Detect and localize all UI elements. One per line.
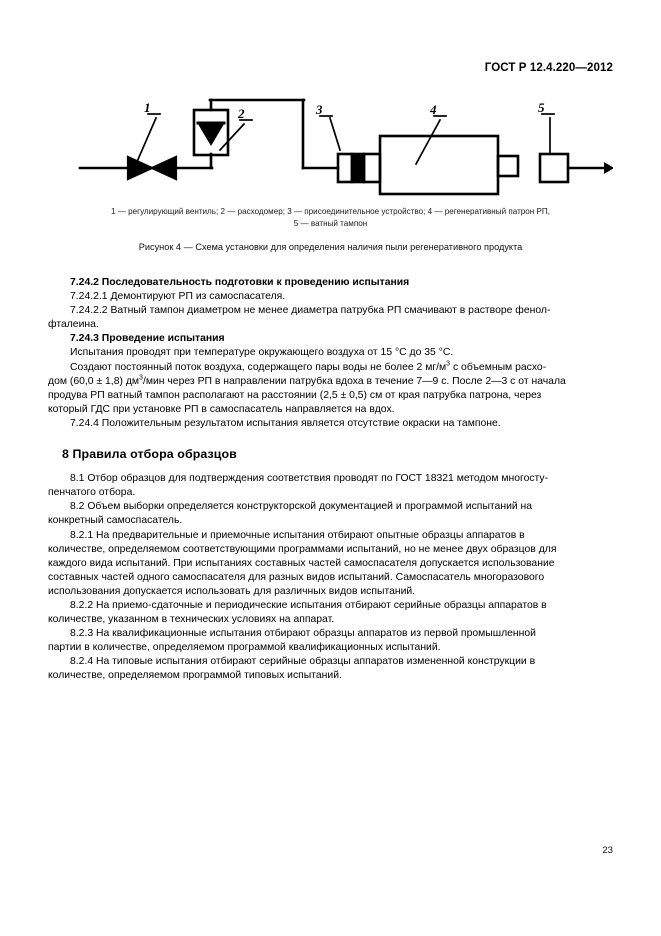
heading-7-24-2: 7.24.2 Последовательность подготовки к п…	[70, 277, 410, 288]
para-8-2-1-line2: количестве, определяемом соответствующим…	[48, 543, 557, 555]
callout-label-4: 4	[429, 102, 437, 117]
callout-label-2: 2	[237, 106, 245, 121]
leader-4	[414, 118, 442, 166]
para-8-2-2-line2: количестве, указанном в технических усло…	[48, 614, 335, 626]
flow-text-a: Создают постоянный поток воздуха, содерж…	[70, 361, 447, 373]
flow-text-d: /мин через РП в направлении патрубка вдо…	[142, 375, 566, 387]
flow-text-c: дом (60,0 ± 1,8) дм	[48, 375, 140, 387]
para-7-24-3-flow-line2: дом (60,0 ± 1,8) дм3/мин через РП в напр…	[48, 374, 613, 389]
cartridge-outlet-nozzle	[496, 154, 520, 178]
connector-flange-left	[336, 152, 354, 184]
para-7-24-2-1: 7.24.2.1 Демонтируют РП из самоспасателя…	[70, 291, 286, 303]
leader-1	[134, 116, 158, 166]
figure-legend-line-2: 5 — ватный тампон	[293, 219, 368, 228]
cotton-tampon	[538, 152, 570, 184]
para-7-24-3-flow-line3: продува РП ватный тампон располагают на …	[48, 389, 542, 401]
heading-section-8: 8 Правила отбора образцов	[62, 447, 237, 462]
flowmeter-float	[198, 124, 224, 146]
leader-2	[218, 122, 246, 152]
para-7-24-3-flow-line1: Создают постоянный поток воздуха, содерж…	[48, 360, 613, 375]
outlet-arrow-head	[604, 162, 613, 174]
heading-7-24-3: 7.24.3 Проведение испытания	[70, 333, 225, 345]
para-8-2-1-line4: составных частей одного самоспасателя дл…	[48, 571, 545, 583]
page-number: 23	[602, 845, 613, 856]
para-7-24-2-2: 7.24.2.2 Ватный тампон диаметром не мене…	[70, 305, 551, 317]
para-8-1-line1: 8.1 Отбор образцов для подтверждения соо…	[70, 473, 549, 485]
figure-caption: Рисунок 4 — Схема установки для определе…	[138, 242, 523, 252]
callout-label-1: 1	[144, 100, 151, 115]
para-8-2-3-line2: партии в количестве, определяемом програ…	[48, 642, 441, 654]
para-8-2-line1: 8.2 Объем выборки определяется конструкт…	[70, 501, 533, 513]
cubic-decimeter-exponent: 3	[139, 374, 143, 382]
leader-3	[328, 116, 342, 152]
para-8-2-3-line1: 8.2.3 На квалификационные испытания отби…	[70, 628, 536, 640]
standard-header: ГОСТ Р 12.4.220—2012	[484, 62, 613, 74]
para-7-24-3-flow-line4: который ГДС при установке РП в самоспаса…	[48, 403, 395, 415]
para-8-2-4-line2: количестве, определяемом программой типо…	[48, 670, 342, 682]
callout-label-5: 5	[538, 100, 545, 115]
para-8-2-2-line1: 8.2.2 На приемо-сдаточные и периодически…	[70, 599, 547, 611]
regenerative-cartridge-body	[378, 134, 500, 196]
schematic-svg: 1 2 3 4 5	[78, 98, 613, 196]
para-7-24-4: 7.24.4 Положительным результатом испытан…	[70, 417, 501, 429]
figure-legend: 1 — регулирующий вентиль; 2 — расходомер…	[48, 206, 613, 230]
para-8-2-1-line5: использования допускается использовать д…	[48, 585, 416, 597]
para-7-24-3-temp: Испытания проводят при температуре окруж…	[70, 347, 454, 359]
para-8-2-4-line1: 8.2.4 На типовые испытания отбирают сери…	[70, 656, 536, 668]
connector-seal	[350, 152, 366, 184]
para-8-2-line2: конкретный самоспасатель.	[48, 515, 183, 527]
para-8-2-1-line3: каждого вида испытаний. При испытаниях с…	[48, 557, 555, 569]
callout-label-3: 3	[315, 102, 323, 117]
connector-assembly	[336, 152, 382, 184]
para-7-24-2-2-cont: фталеина.	[48, 319, 99, 331]
cubic-meter-exponent: 3	[446, 360, 451, 368]
connector-flange-right	[362, 152, 382, 184]
figure-legend-line-1: 1 — регулирующий вентиль; 2 — расходомер…	[111, 207, 550, 216]
body-text: 7.24.2 Последовательность подготовки к п…	[48, 276, 613, 684]
figure-4-schematic: 1 2 3 4 5	[48, 92, 613, 202]
flow-text-b: с объемным расхо-	[450, 361, 547, 373]
para-8-2-1-line1: 8.2.1 На предварительные и приемочные ис…	[70, 529, 525, 541]
valve-symbol	[126, 155, 178, 181]
para-8-1-line2: пенчатого отбора.	[48, 487, 136, 499]
